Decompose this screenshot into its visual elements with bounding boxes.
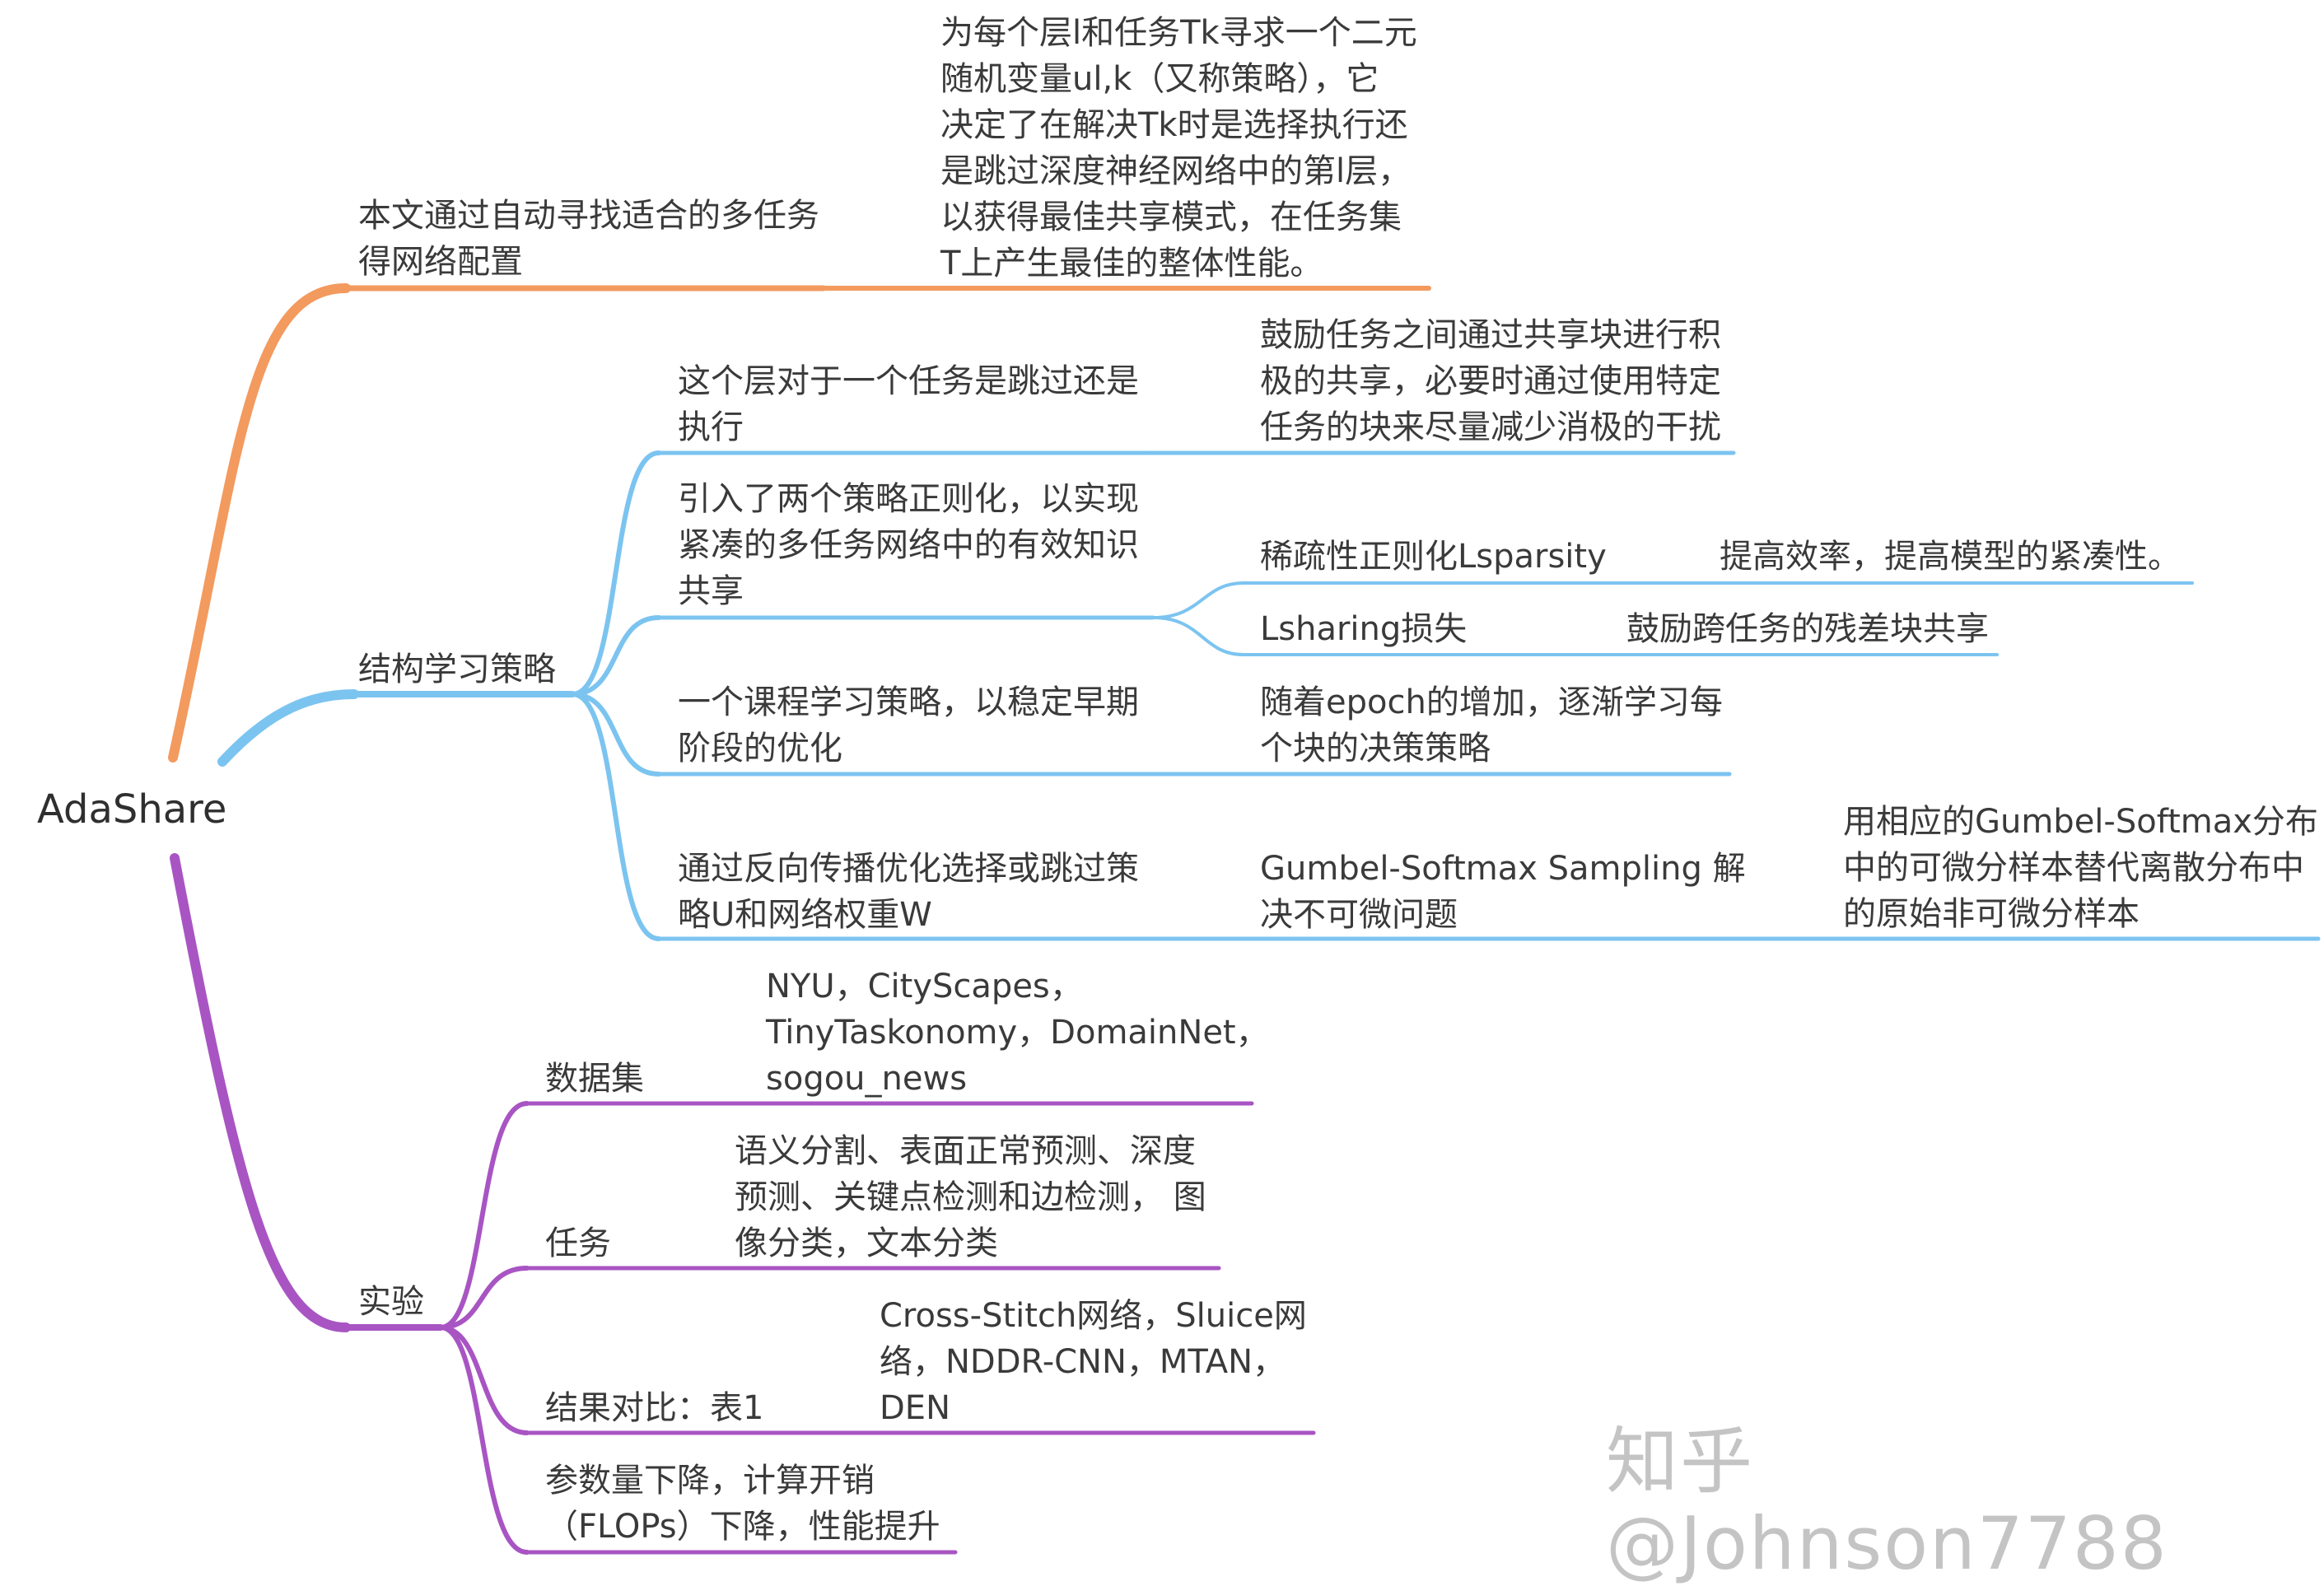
link-root-experiment (170, 853, 351, 1332)
link-s2-sub2 (1151, 616, 1245, 656)
strategy-item-3-detail: 随着epoch的增加，逐渐学习每 个块的决策策略 (1260, 683, 1723, 767)
link-strategy-s4 (570, 692, 661, 941)
link-exp-e3 (438, 1325, 530, 1435)
experiment-item-2-label: 任务 (545, 1224, 611, 1262)
strategy-item-1-label: 这个层对于一个任务是跳过还是 执行 (678, 362, 1139, 446)
strategy-item-1-detail: 鼓励任务之间通过共享块进行积 极的共享，必要时通过使用特定 任务的块来尽量减少消… (1260, 316, 1721, 446)
strategy-item-3-label: 一个课程学习策略，以稳定早期 阶段的优化 (678, 683, 1139, 767)
link-strategy-s1 (570, 450, 661, 697)
experiment-item-4-label: 参数量下降，计算开销 （FLOPs）下降，性能提升 (545, 1462, 940, 1546)
strategy-label: 结构学习策略 (358, 651, 556, 688)
link-exp-e1 (438, 1101, 530, 1330)
link-s2-sub1 (1151, 581, 1245, 619)
root-node: AdaShare (37, 786, 227, 833)
experiment-label: 实验 (358, 1283, 424, 1321)
link-exp-e4 (438, 1325, 530, 1555)
link-root-method (168, 283, 351, 763)
strategy-item-4-detail: Gumbel-Softmax Sampling 解 决不可微问题 (1260, 850, 1746, 934)
watermark: 知乎 @Johnson7788 (1606, 1419, 2168, 1586)
method-detail: 为每个层l和任务Tk寻求一个二元 随机变量ul,k（又称策略），它 决定了在解决… (940, 14, 1417, 282)
strategy-sub-1-detail: 提高效率，提高模型的紧凑性。 (1720, 538, 2181, 576)
link-exp-e2 (438, 1266, 530, 1330)
experiment-item-3-label: 结果对比：表1 (545, 1389, 764, 1427)
link-root-strategy (217, 689, 359, 767)
experiment-item-1-detail: NYU，CityScapes， TinyTaskonomy，DomainNet，… (766, 968, 1269, 1098)
strategy-sub-1-label: 稀疏性正则化Lsparsity (1260, 538, 1607, 576)
experiment-item-1-label: 数据集 (545, 1060, 644, 1098)
experiment-item-2-detail: 语义分割、表面正常预测、深度 预测、关键点检测和边检测， 图 像分类，文本分类 (735, 1132, 1206, 1262)
experiment-item-3-detail: Cross-Stitch网络，Sluice网 络，NDDR-CNN，MTAN， … (880, 1297, 1307, 1427)
link-strategy-s2 (570, 615, 661, 697)
link-strategy-s3 (570, 692, 661, 777)
strategy-item-2-label: 引入了两个策略正则化，以实现 紧凑的多任务网络中的有效知识 共享 (678, 480, 1139, 610)
method-label: 本文通过自动寻找适合的多任务 得网络配置 (358, 197, 819, 281)
strategy-sub-2-label: Lsharing损失 (1260, 610, 1468, 648)
strategy-item-4-label: 通过反向传播优化选择或跳过策 略U和网络权重W (678, 850, 1139, 934)
strategy-sub-2-detail: 鼓励跨任务的残差块共享 (1626, 610, 1989, 648)
strategy-item-4-detail2: 用相应的Gumbel-Softmax分布 中的可微分样本替代离散分布中 的原始非… (1843, 803, 2318, 933)
